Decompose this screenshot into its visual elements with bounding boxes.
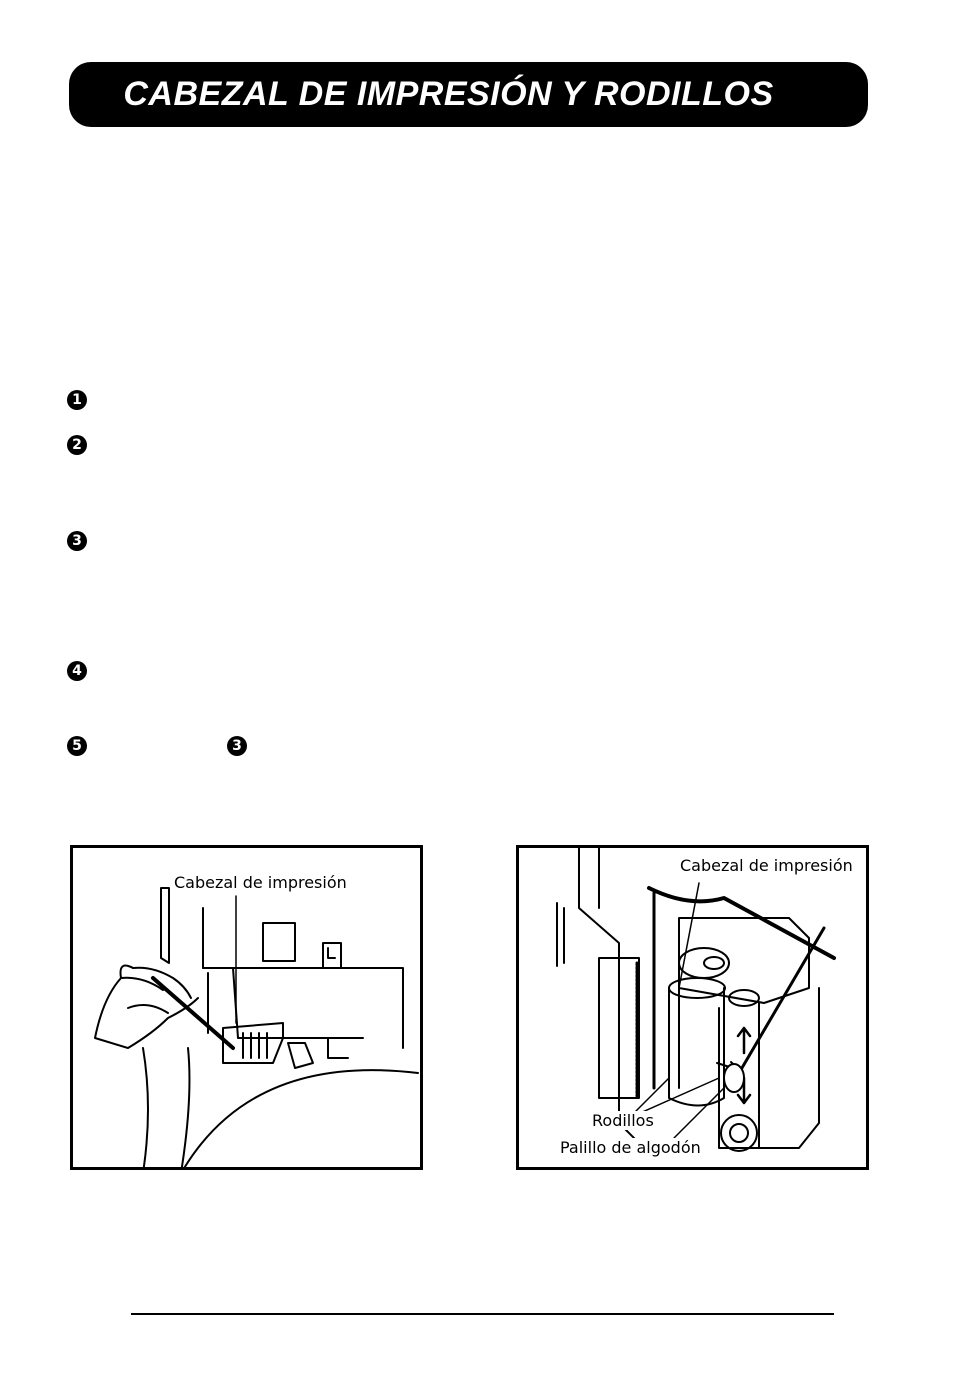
printhead-label-left: Cabezal de impresión: [173, 873, 348, 892]
figure-printhead-cleaning: Cabezal de impresión: [70, 845, 423, 1170]
step-1-marker: 1: [67, 390, 87, 410]
page-title: CABEZAL DE IMPRESIÓN Y RODILLOS: [123, 75, 774, 113]
printhead-label-right: Cabezal de impresión: [679, 856, 854, 875]
step-5-marker: 5: [67, 736, 87, 756]
cotton-swab-label: Palillo de algodón: [559, 1138, 702, 1157]
step-4-marker: 4: [67, 661, 87, 681]
printhead-illustration: [94, 887, 419, 1167]
figure-rollers-cleaning: Cabezal de impresión Rodillos Palillo de…: [516, 845, 869, 1170]
step-3-marker: 3: [67, 531, 87, 551]
step-5-reference-marker: 3: [227, 736, 247, 756]
footer-divider: [131, 1313, 834, 1315]
rollers-label: Rodillos: [591, 1111, 655, 1130]
step-2-marker: 2: [67, 435, 87, 455]
title-banner: CABEZAL DE IMPRESIÓN Y RODILLOS: [69, 62, 868, 127]
rollers-illustration: [556, 848, 836, 1154]
